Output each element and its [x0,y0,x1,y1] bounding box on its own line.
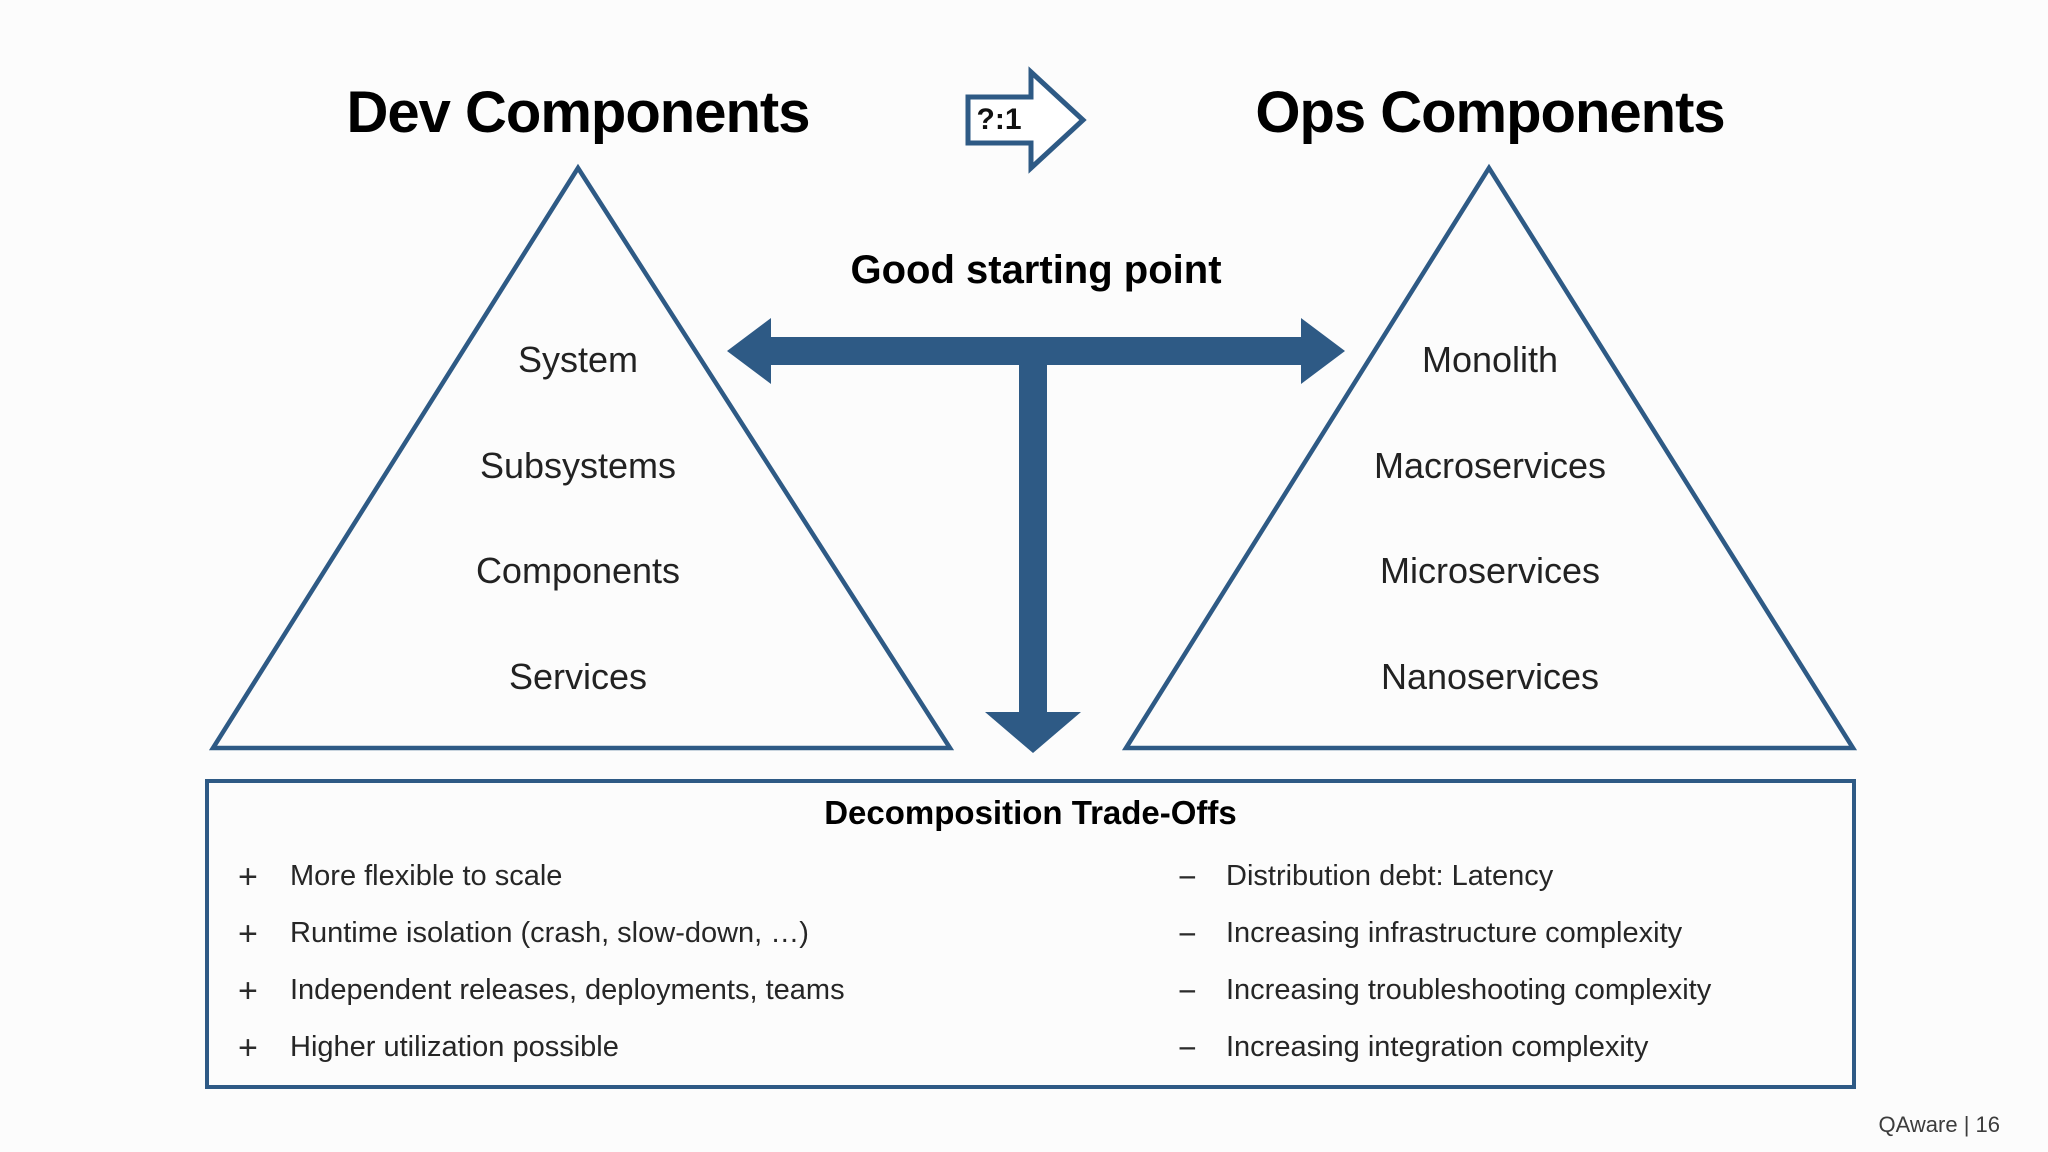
pro-item-label: Higher utilization possible [290,1031,619,1063]
con-item: − Increasing integration complexity [1178,1019,1711,1076]
tradeoffs-box [205,779,1856,1089]
right-block-arrow-icon [965,66,1087,174]
pro-item: + Higher utilization possible [238,1019,845,1076]
ops-components-title: Ops Components [1255,80,1725,145]
ops-level-macroservices: Macroservices [1373,445,1607,486]
con-item-label: Increasing infrastructure complexity [1226,917,1683,949]
arrow-stem [1019,348,1047,714]
pro-item-label: Runtime isolation (crash, slow-down, …) [290,917,809,949]
dev-level-components: Components [475,550,681,591]
minus-icon: − [1178,858,1197,895]
con-item-label: Increasing troubleshooting complexity [1226,974,1712,1006]
down-arrowhead-icon [985,712,1081,753]
con-item-label: Distribution debt: Latency [1226,860,1554,892]
con-item: − Increasing troubleshooting complexity [1178,962,1711,1019]
plus-icon: + [238,914,258,953]
con-item-label: Increasing integration complexity [1226,1031,1649,1063]
pro-item-label: More flexible to scale [290,860,563,892]
plus-icon: + [238,857,258,896]
con-item: − Distribution debt: Latency [1178,848,1711,905]
minus-icon: − [1178,915,1197,952]
con-item: − Increasing infrastructure complexity [1178,905,1711,962]
dev-components-title: Dev Components [346,80,811,145]
dev-level-system: System [517,339,639,380]
ops-level-nanoservices: Nanoservices [1380,656,1600,697]
good-starting-point-caption: Good starting point [850,248,1222,292]
pro-item: + Runtime isolation (crash, slow-down, …… [238,905,845,962]
pro-item: + More flexible to scale [238,848,845,905]
pro-item: + Independent releases, deployments, tea… [238,962,845,1019]
pro-item-label: Independent releases, deployments, teams [290,974,845,1006]
minus-icon: − [1178,972,1197,1009]
slide-footer-page-number: QAware | 16 [1878,1112,2000,1137]
minus-icon: − [1178,1029,1197,1066]
dev-level-subsystems: Subsystems [479,445,677,486]
plus-icon: + [238,1028,258,1067]
dev-triangle [208,163,955,751]
dev-level-services: Services [508,656,648,697]
ops-triangle [1121,163,1858,751]
ops-level-microservices: Microservices [1379,550,1601,591]
tradeoffs-cons-list: − Distribution debt: Latency − Increasin… [1178,848,1711,1076]
ops-level-monolith: Monolith [1421,339,1559,380]
ratio-label: ?:1 [976,103,1022,136]
tradeoffs-pros-list: + More flexible to scale + Runtime isola… [238,848,845,1076]
tradeoffs-title: Decomposition Trade-Offs [824,794,1237,831]
plus-icon: + [238,971,258,1010]
